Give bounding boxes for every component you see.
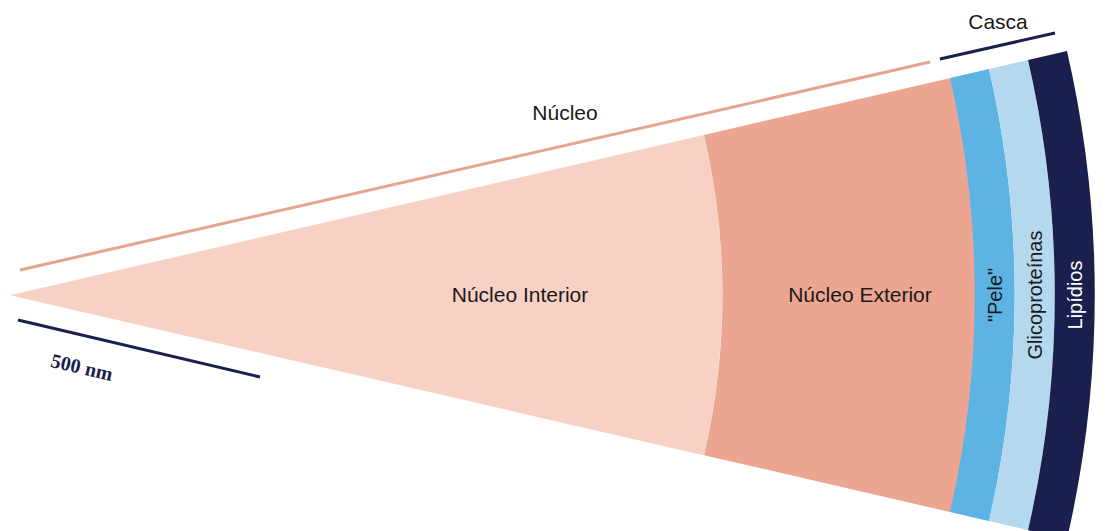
band-label: "Pele"	[984, 268, 1006, 322]
shell-bracket	[940, 33, 1055, 59]
band-label: Lipídios	[1064, 261, 1086, 330]
band-label: Núcleo Interior	[452, 283, 589, 306]
core-label: Núcleo	[532, 101, 597, 124]
scale-label: 500 nm	[49, 349, 115, 385]
shell-label: Casca	[968, 10, 1028, 33]
band-label: Glicoproteínas	[1024, 231, 1046, 360]
band-fill	[704, 78, 975, 512]
inner-core-band: Núcleo Interior	[10, 135, 722, 455]
band-label: Núcleo Exterior	[788, 283, 932, 306]
band-shape	[10, 135, 722, 455]
band-fill	[1028, 51, 1095, 531]
outer-core-band: Núcleo Exterior	[704, 78, 975, 512]
band-fill	[10, 135, 722, 455]
